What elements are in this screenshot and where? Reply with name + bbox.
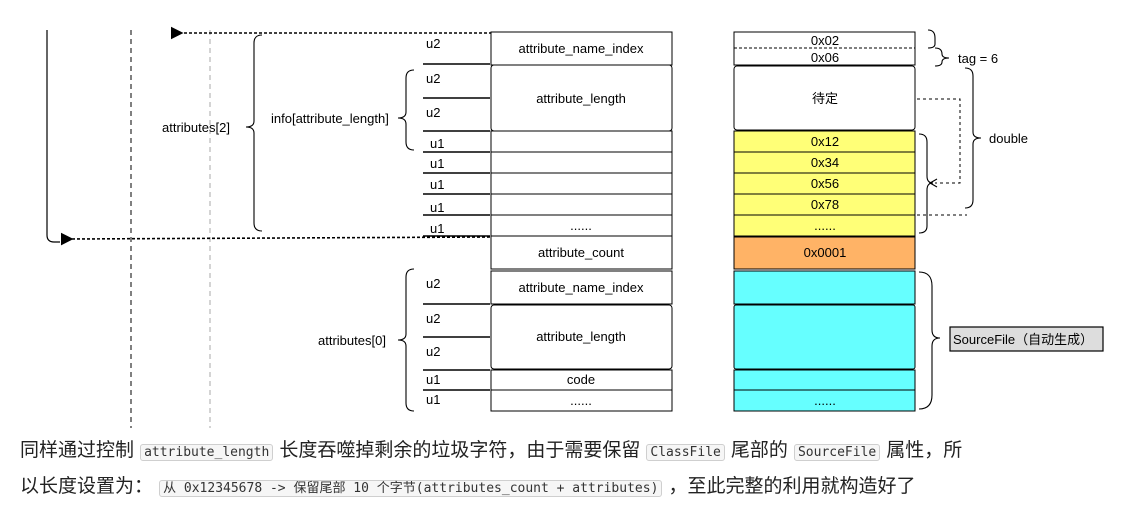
value-box: [733, 236, 916, 270]
field-box: [490, 130, 673, 153]
text: 尾部的: [730, 439, 788, 461]
label-tag: tag = 6: [958, 51, 998, 66]
type-label: u1: [426, 372, 440, 387]
field-label: ......: [570, 218, 592, 233]
field-box: [490, 31, 673, 66]
field-box: [490, 389, 673, 412]
value-label: ......: [814, 393, 836, 408]
field-box: [490, 172, 673, 195]
type-label: u1: [430, 200, 444, 215]
arrow-bottom: [60, 232, 491, 246]
value-box: [733, 304, 916, 370]
field-label: attribute_name_index: [518, 280, 644, 295]
value-label: 0x12: [811, 134, 839, 149]
value-label: 0x0001: [804, 245, 847, 260]
value-box: [733, 270, 916, 305]
text: 以长度设置为：: [20, 475, 154, 497]
value-label: 0x56: [811, 176, 839, 191]
value-label: 0x78: [811, 197, 839, 212]
dashed-connector: [917, 98, 961, 184]
value-label: 0x02: [811, 33, 839, 48]
value-label: ......: [814, 218, 836, 233]
label-sourcefile: SourceFile（自动生成）: [953, 332, 1093, 347]
inline-code: 从 0x12345678 -> 保留尾部 10 个字节(attributes_c…: [159, 480, 663, 497]
sourcefile-label-box: [949, 326, 1104, 352]
type-label: u1: [430, 156, 444, 171]
field-box: [490, 270, 673, 305]
text: 属性，所: [886, 439, 963, 461]
inline-code: SourceFile: [793, 444, 881, 461]
field-box: [490, 151, 673, 174]
type-label: u2: [426, 344, 440, 359]
type-label: u1: [430, 136, 444, 151]
value-box: [733, 65, 916, 131]
inline-code: ClassFile: [646, 444, 725, 461]
field-label: code: [567, 372, 595, 387]
label-attributes0: attributes[0]: [318, 333, 386, 348]
brace-attributes2: [245, 34, 263, 232]
type-label: u1: [430, 177, 444, 192]
field-label: ......: [570, 393, 592, 408]
field-box: [490, 193, 673, 216]
class-file-structure-diagram: attributes[2] info[attribute_length] att…: [46, 26, 1104, 428]
type-label: u2: [426, 311, 440, 326]
value-label: 0x34: [811, 155, 839, 170]
text: 同样通过控制: [20, 439, 135, 461]
label-info: info[attribute_length]: [271, 111, 389, 126]
brace-sourcefile: [918, 271, 941, 410]
brace-top-small: [927, 29, 936, 49]
type-label: u1: [426, 392, 440, 407]
type-label: u2: [426, 36, 440, 51]
outer-bracket-line: [46, 30, 60, 243]
brace-bytes: [918, 133, 934, 234]
type-label: u2: [426, 105, 440, 120]
field-box: [490, 304, 673, 370]
type-labels: u2 u2 u2 u1 u1 u1 u1 u1 u2 u2 u2 u1 u1: [426, 36, 444, 407]
label-double: double: [989, 131, 1028, 146]
type-label: u1: [430, 221, 444, 236]
field-column: attribute_name_index attribute_length ..…: [490, 31, 673, 412]
field-label: attribute_name_index: [518, 41, 644, 56]
value-box: [733, 389, 916, 412]
field-label: attribute_count: [538, 245, 624, 260]
field-label: attribute_length: [536, 91, 626, 106]
value-box: [733, 214, 916, 237]
field-box: [490, 235, 673, 270]
label-attributes2: attributes[2]: [162, 120, 230, 135]
brace-tag: [934, 47, 950, 67]
type-label: u2: [426, 276, 440, 291]
field-label: attribute_length: [536, 329, 626, 344]
value-label: 0x06: [811, 50, 839, 65]
type-separators: [423, 63, 490, 391]
value-column: 0x02 0x06 待定 0x12 0x34 0x56 0x78 ...... …: [733, 31, 916, 412]
text: 长度吞噬掉剩余的垃圾字符，由于需要保留: [279, 439, 641, 461]
value-label: 待定: [812, 91, 838, 106]
brace-attributes0: [397, 268, 415, 412]
paragraph-line-2: 以长度设置为： 从 0x12345678 -> 保留尾部 10 个字节(attr…: [20, 470, 1130, 505]
paragraph-line-1: 同样通过控制 attribute_length 长度吞噬掉剩余的垃圾字符，由于需…: [20, 434, 1130, 469]
brace-double: [964, 67, 982, 209]
value-box: [733, 369, 916, 391]
brace-info: [397, 69, 415, 151]
inline-code: attribute_length: [140, 444, 274, 461]
type-label: u2: [426, 71, 440, 86]
text: ，至此完整的利用就构造好了: [668, 475, 916, 497]
